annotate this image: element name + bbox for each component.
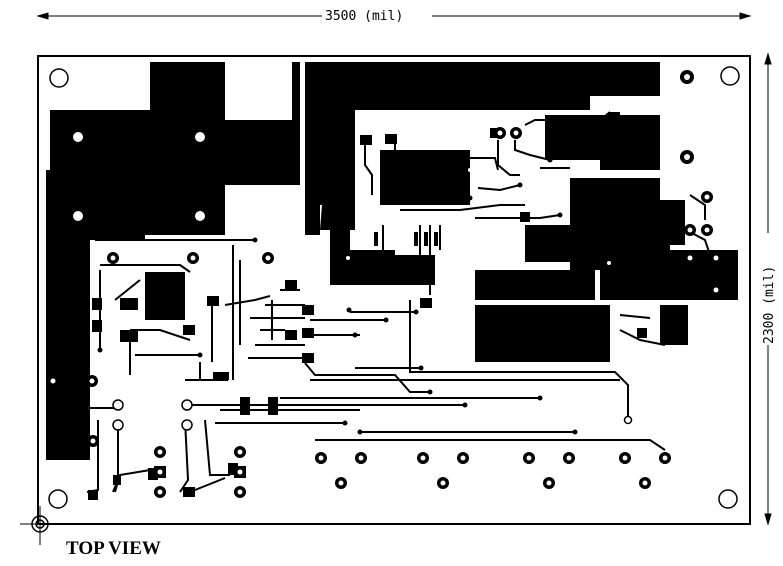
width-dimension xyxy=(36,12,752,20)
copper-pours xyxy=(46,62,738,460)
smd-pads xyxy=(88,112,672,500)
through-hole-pads xyxy=(47,70,722,498)
height-dimension-label: 2300 (mil) xyxy=(762,266,777,344)
height-dimension xyxy=(764,52,772,526)
fiducial-marker xyxy=(20,506,60,545)
mounting-holes xyxy=(48,66,740,509)
vias xyxy=(97,155,633,435)
width-dimension-label: 3500 (mil) xyxy=(325,9,403,24)
view-label: TOP VIEW xyxy=(66,538,161,559)
traces xyxy=(85,111,711,493)
